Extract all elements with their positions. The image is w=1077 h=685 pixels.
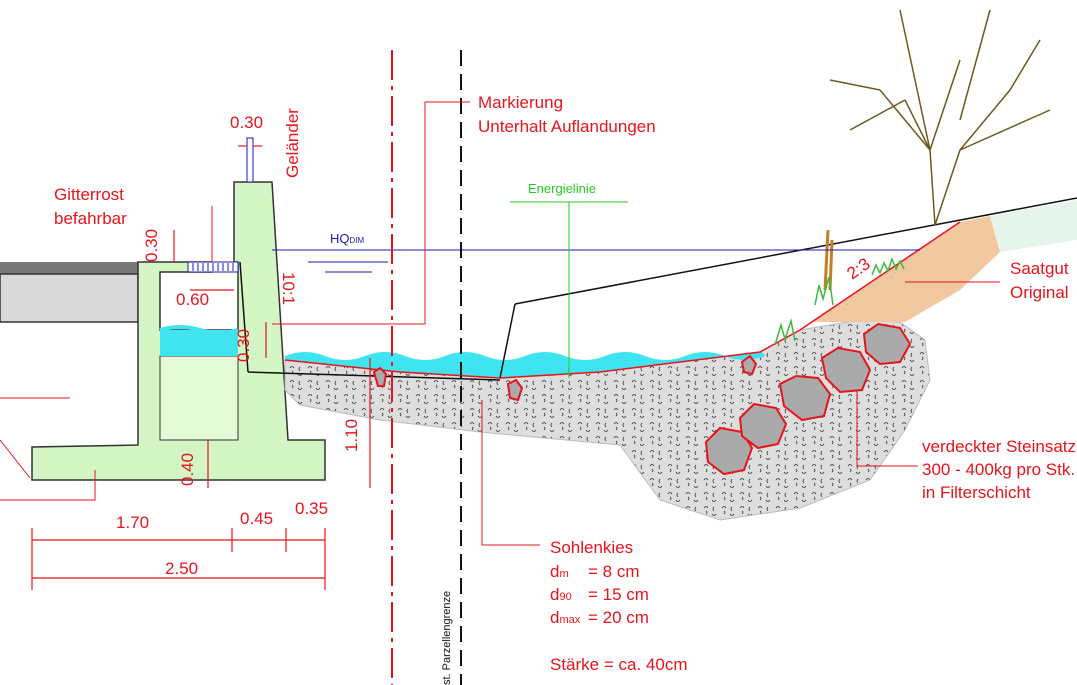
dim-base-height: 0.40: [178, 453, 197, 486]
dim-bed-depth: 1.10: [342, 419, 361, 452]
water-body: [285, 352, 765, 378]
parcel-boundary-label: st. Parzellengrenze: [441, 591, 453, 685]
bed-line: [284, 221, 961, 379]
marking-label-1: Markierung: [478, 93, 563, 112]
soil-bank: [810, 200, 1077, 322]
dimension-lines: [31, 145, 371, 590]
gravel-d90: d90= 15 cm: [550, 585, 649, 604]
dim-railing-width: 0.30: [230, 113, 263, 132]
stones-label-3: in Filterschicht: [922, 483, 1031, 502]
bank-slope-label: 2:3: [843, 254, 873, 283]
railing-label: Geländer: [283, 108, 302, 178]
seed-label-1: Saatgut: [1010, 259, 1069, 278]
dimension-texts: 0.30 0.30 0.60 0.30 0.40 1.10 1.70 0.45 …: [116, 113, 361, 578]
vegetation: [774, 9, 1051, 346]
dim-seg3: 0.35: [295, 499, 328, 518]
leader-lines: [0, 101, 1000, 546]
reference-lines: st. Parzellengrenze: [391, 50, 462, 685]
dim-water-depth: 0.30: [234, 329, 253, 362]
dim-total: 2.50: [165, 559, 198, 578]
energy-line-label: Energielinie: [528, 181, 596, 196]
grate-label-1: Gitterrost: [54, 185, 124, 204]
wall-slope-label: 10:1: [279, 272, 298, 305]
energy-line: Energielinie: [510, 181, 628, 378]
seed-label-2: Original: [1010, 283, 1069, 302]
dim-seg1: 1.70: [116, 513, 149, 532]
railing-post: [246, 137, 254, 183]
stones: [372, 322, 912, 476]
dim-seg2: 0.45: [240, 509, 273, 528]
grate: [187, 261, 239, 273]
thickness-label: Stärke = ca. 40cm: [550, 655, 687, 674]
stones-label-2: 300 - 400kg pro Stk.: [922, 460, 1075, 479]
road-slab: [0, 262, 139, 323]
dim-top-height: 0.30: [142, 229, 161, 262]
dim-inner-width: 0.60: [176, 290, 209, 309]
hq-label: HQDIM: [330, 231, 365, 246]
hq-level: HQDIM: [272, 231, 920, 273]
marking-label-2: Unterhalt Auflandungen: [478, 117, 656, 136]
stones-label-1: verdeckter Steinsatz: [922, 437, 1076, 456]
gravel-dm: dm= 8 cm: [550, 562, 640, 581]
gravel-dmax: dmax= 20 cm: [550, 608, 649, 627]
gravel-title: Sohlenkies: [550, 538, 633, 557]
grate-label-2: befahrbar: [54, 209, 127, 228]
concrete-wall: [31, 181, 326, 481]
